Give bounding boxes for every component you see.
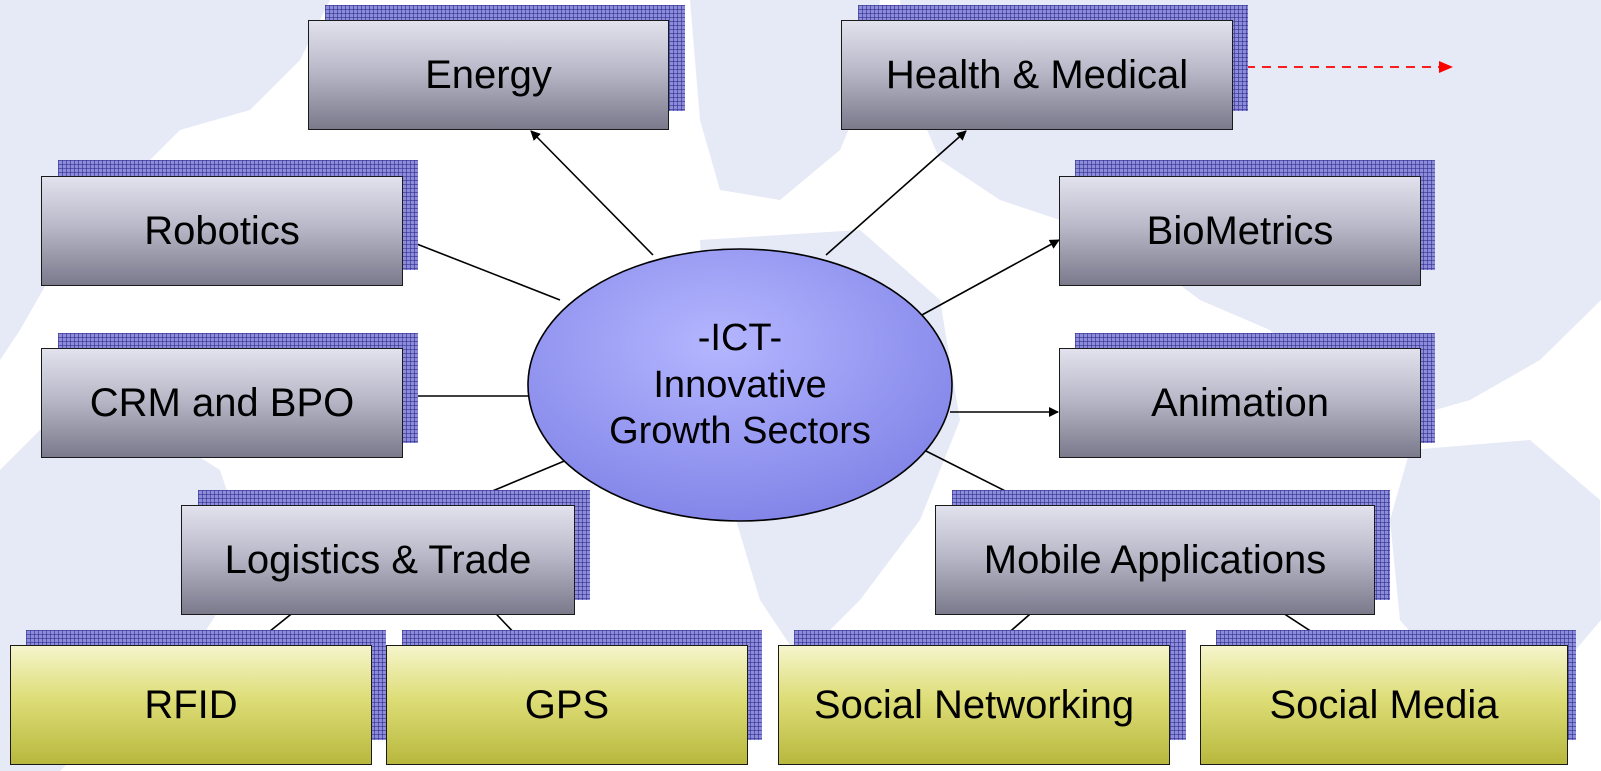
hub-line-2: Innovative xyxy=(653,363,827,406)
hub-line-3: Growth Sectors xyxy=(609,410,871,453)
mobile-applications-box: Mobile Applications xyxy=(935,505,1375,615)
logistics-trade-box: Logistics & Trade xyxy=(181,505,575,615)
animation-box: Animation xyxy=(1059,348,1421,458)
health-medical-box: Health & Medical xyxy=(841,20,1233,130)
rfid-box: RFID xyxy=(10,645,372,765)
robotics-box: Robotics xyxy=(41,176,403,286)
crm-bpo-box: CRM and BPO xyxy=(41,348,403,458)
energy-box: Energy xyxy=(308,20,669,130)
gps-box: GPS xyxy=(386,645,748,765)
hub-line-1: -ICT- xyxy=(697,316,783,359)
biometrics-box: BioMetrics xyxy=(1059,176,1421,286)
social-networking-box: Social Networking xyxy=(778,645,1170,765)
social-media-box: Social Media xyxy=(1200,645,1568,765)
hub-label: -ICT- Innovative Growth Sectors xyxy=(530,255,950,515)
